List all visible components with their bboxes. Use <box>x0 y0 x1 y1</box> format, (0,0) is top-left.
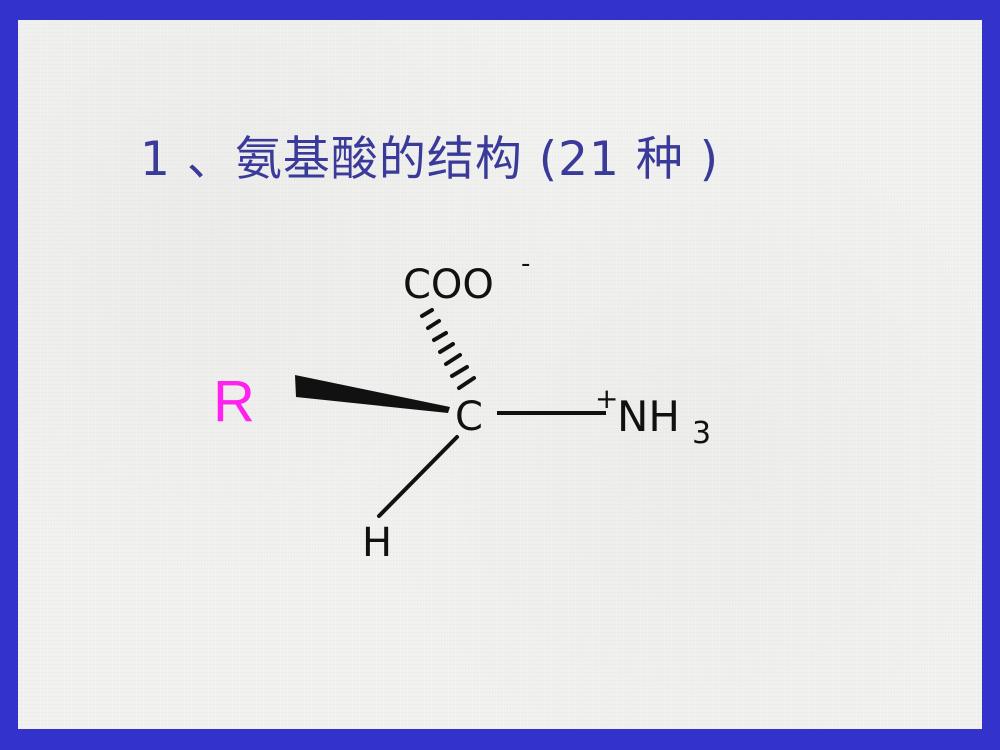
hydrogen-label: H <box>362 520 392 566</box>
ammonium-charge: + <box>595 382 618 415</box>
hashed-wedge-bond <box>420 308 476 390</box>
ammonium-label: NH <box>617 392 680 441</box>
r-group-label: R <box>213 369 255 434</box>
slide-title: 1 、氨基酸的结构 (21 种 ) <box>140 132 720 187</box>
hydrogen-bond <box>377 435 459 518</box>
alpha-carbon-label: C <box>455 394 483 440</box>
slide-canvas: 1 、氨基酸的结构 (21 种 ) <box>18 20 982 729</box>
ammonium-subscript: 3 <box>692 416 711 451</box>
carboxylate-label: COO <box>403 262 494 308</box>
carboxylate-charge: - <box>521 249 530 279</box>
solid-wedge-bond <box>295 375 450 413</box>
